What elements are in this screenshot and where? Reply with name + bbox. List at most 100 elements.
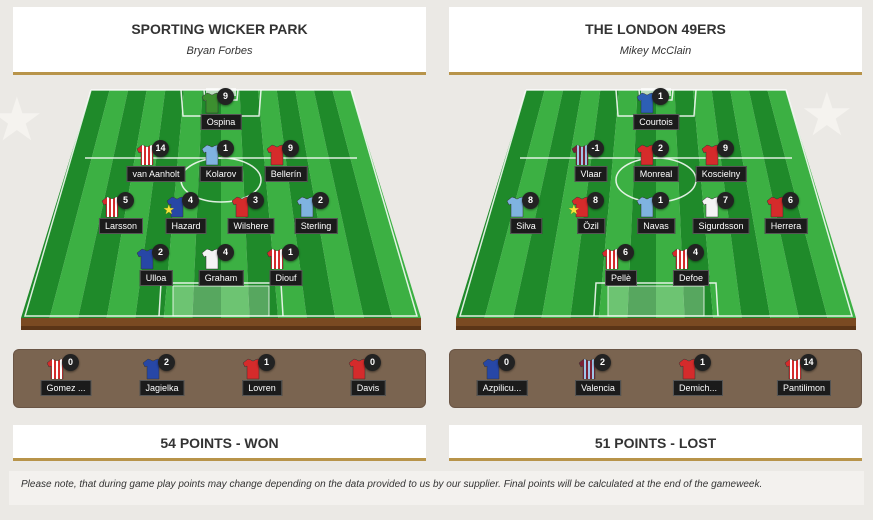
player-name: Sterling [294, 218, 338, 234]
player-name: Diouf [269, 270, 303, 286]
player-name: Pellè [604, 270, 638, 286]
player-name: Jagielka [139, 380, 185, 396]
player-points-badge: 1 [258, 354, 275, 371]
player-name: Hazard [165, 218, 207, 234]
player-name: Valencia [575, 380, 621, 396]
player-name: Bellerín [264, 166, 308, 182]
player-points-badge: -1 [587, 140, 604, 157]
player-name: Kolarov [199, 166, 243, 182]
player-points-badge: 9 [282, 140, 299, 157]
result-text: 54 POINTS - WON [160, 435, 279, 451]
player-points-badge: 1 [694, 354, 711, 371]
player-points-badge: 1 [217, 140, 234, 157]
player-points-badge: 1 [652, 192, 669, 209]
player-name: Ospina [200, 114, 242, 130]
player-name: Monreal [633, 166, 679, 182]
manager-name: Mikey McClain [619, 45, 692, 57]
result-card: 51 POINTS - LOST [449, 425, 862, 461]
player-name: Lovren [242, 380, 282, 396]
player-points-badge: 0 [62, 354, 79, 371]
player-name: Courtois [633, 114, 679, 130]
captain-star-icon: ★ [163, 203, 175, 218]
player-name: Pantilimon [776, 380, 832, 396]
player-points-badge: 8 [587, 192, 604, 209]
player-points-badge: 2 [312, 192, 329, 209]
background-star-icon: ★ [800, 80, 854, 150]
team-name: THE LONDON 49ERS [585, 21, 726, 37]
player-points-badge: 4 [182, 192, 199, 209]
player-points-badge: 5 [117, 192, 134, 209]
player-name: Herrera [764, 218, 808, 234]
player-points-badge: 2 [652, 140, 669, 157]
player-name: Davis [350, 380, 386, 396]
player-points-badge: 2 [152, 244, 169, 261]
player-points-badge: 7 [717, 192, 734, 209]
points-disclaimer: Please note, that during game play point… [9, 471, 864, 505]
player-points-badge: 8 [522, 192, 539, 209]
player-name: van Aanholt [126, 166, 186, 182]
player-name: Gomez ... [40, 380, 92, 396]
player-points-badge: 2 [158, 354, 175, 371]
player-card[interactable]: 8 ★Özil [556, 192, 626, 244]
player-points-badge: 1 [282, 244, 299, 261]
player-points-badge: 4 [217, 244, 234, 261]
player-name: Vlaar [574, 166, 608, 182]
player-name: Silva [510, 218, 542, 234]
player-points-badge: 1 [652, 88, 669, 105]
player-name: Defoe [672, 270, 710, 286]
team-header-card: SPORTING WICKER PARK Bryan Forbes [13, 7, 426, 75]
player-points-badge: 2 [594, 354, 611, 371]
player-name: Navas [637, 218, 675, 234]
background-star-icon: ★ [0, 85, 44, 155]
player-points-badge: 0 [364, 354, 381, 371]
player-card[interactable]: 4 ★Hazard [151, 192, 221, 244]
player-points-badge: 9 [217, 88, 234, 105]
player-name: Graham [198, 270, 244, 286]
player-points-badge: 6 [782, 192, 799, 209]
player-name: Ulloa [139, 270, 173, 286]
team-header-card: THE LONDON 49ERS Mikey McClain [449, 7, 862, 75]
player-points-badge: 0 [498, 354, 515, 371]
captain-star-icon: ★ [568, 203, 580, 218]
player-name: Azpilicu... [476, 380, 528, 396]
player-name: Koscielny [695, 166, 747, 182]
player-points-badge: 6 [617, 244, 634, 261]
player-name: Wilshere [227, 218, 275, 234]
player-name: Larsson [98, 218, 144, 234]
result-card: 54 POINTS - WON [13, 425, 426, 461]
player-name: Özil [577, 218, 605, 234]
player-points-badge: 14 [800, 354, 817, 371]
